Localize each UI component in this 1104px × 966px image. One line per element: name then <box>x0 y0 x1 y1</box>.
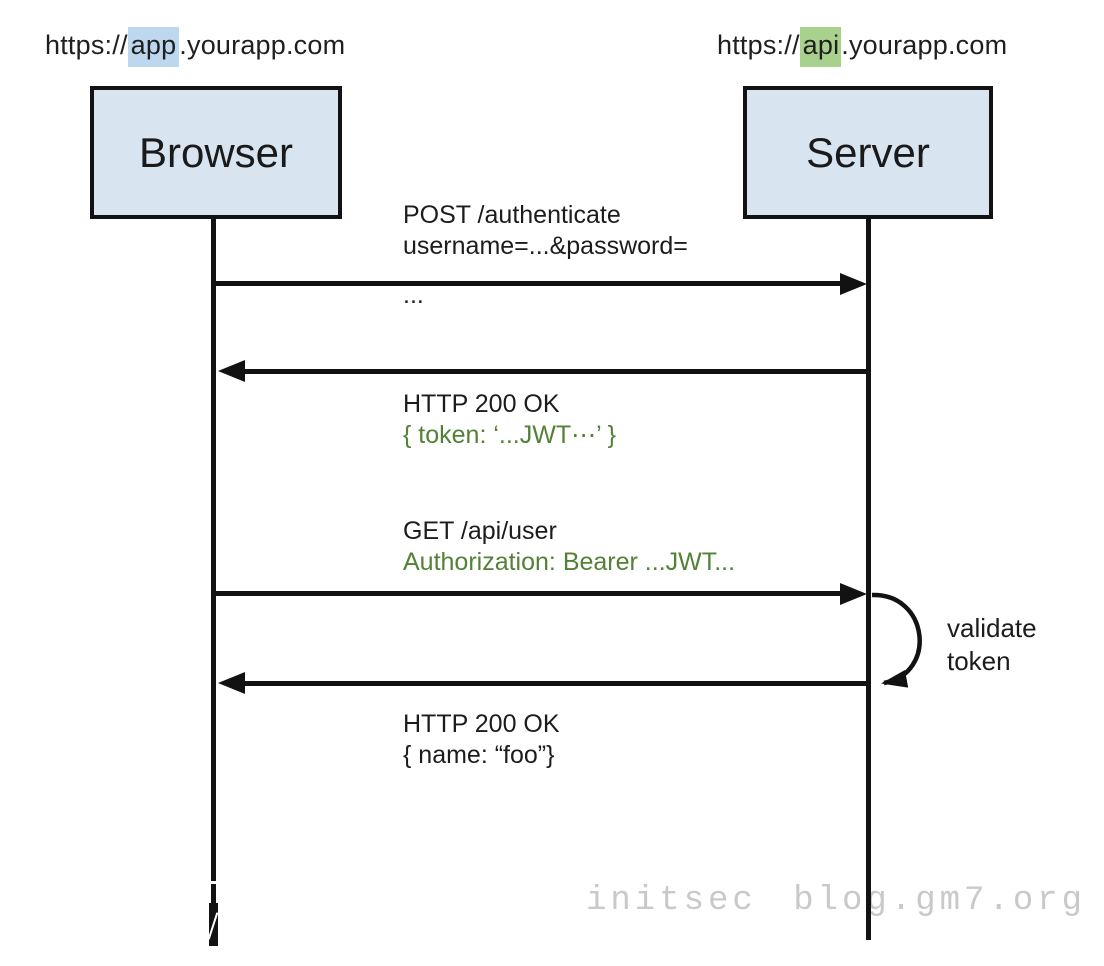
server-lifeline <box>866 218 871 940</box>
arrowhead-left-icon <box>218 360 245 382</box>
user-response-label: HTTP 200 OK { name: “foo”} <box>403 709 560 771</box>
url-suffix: .yourapp.com <box>179 30 346 60</box>
browser-actor-box: Browser <box>90 86 342 219</box>
msg-line: { name: “foo”} <box>403 741 555 769</box>
token-response-label: HTTP 200 OK { token: ‘...JWT⋯’ } <box>403 389 616 451</box>
server-actor-label: Server <box>806 128 930 176</box>
watermark-text: initsec blog.gm7.org <box>586 882 1087 920</box>
post-authenticate-overflow-line: ... <box>403 281 424 309</box>
url-prefix: https:// <box>45 30 128 60</box>
msg-line: HTTP 200 OK <box>403 710 560 738</box>
validate-token-label: validate token <box>947 612 1037 678</box>
validate-token-self-loop-arrow <box>871 592 922 688</box>
browser-actor-label: Browser <box>138 128 294 176</box>
msg-line: validate <box>947 613 1037 643</box>
token-response-arrow <box>245 369 866 374</box>
api-origin-url: https://api.yourapp.com <box>717 27 1008 67</box>
browser-lifeline <box>211 218 216 946</box>
msg-line: username=...&password= <box>403 232 688 260</box>
app-subdomain-highlight: app <box>127 27 180 67</box>
lifeline-break-artifact <box>210 881 219 884</box>
get-api-user-arrow <box>216 591 840 596</box>
api-subdomain-highlight: api <box>799 27 842 67</box>
url-suffix: .yourapp.com <box>841 30 1008 60</box>
msg-line: token <box>947 646 1011 676</box>
browser-origin-url: https://app.yourapp.com <box>45 27 346 67</box>
user-response-arrow <box>245 681 866 686</box>
msg-line-token: { token: ‘...JWT⋯’ } <box>403 421 617 449</box>
arrowhead-right-icon <box>840 273 867 295</box>
post-authenticate-label: POST /authenticate username=...&password… <box>403 200 688 262</box>
msg-line: GET /api/user <box>403 517 557 545</box>
msg-line: HTTP 200 OK <box>403 390 560 418</box>
server-actor-box: Server <box>743 86 993 219</box>
arrowhead-right-icon <box>840 583 867 605</box>
msg-line: POST /authenticate <box>403 201 621 229</box>
msg-line-authorization: Authorization: Bearer ...JWT... <box>403 548 736 576</box>
get-api-user-label: GET /api/user Authorization: Bearer ...J… <box>403 516 735 578</box>
post-authenticate-arrow <box>216 281 840 286</box>
arrowhead-left-icon <box>218 672 245 694</box>
url-prefix: https:// <box>717 30 800 60</box>
